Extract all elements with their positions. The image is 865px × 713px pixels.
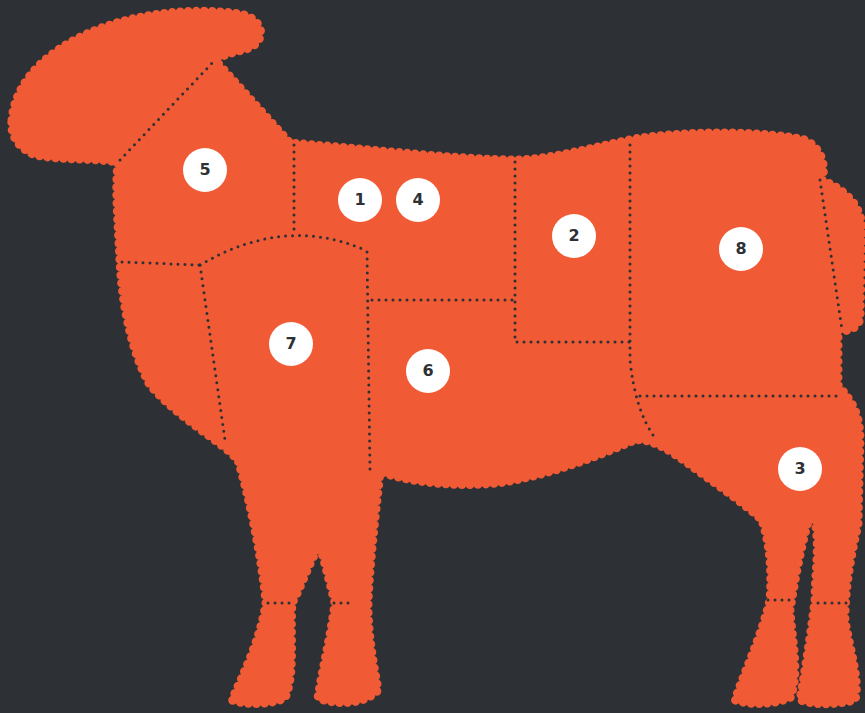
sheep-body [12,11,862,703]
cut-line [293,145,296,230]
cut-line [200,265,225,440]
cut-line [268,602,292,605]
callout-number: 6 [406,349,450,393]
cut-line [200,236,365,265]
cut-line [327,602,352,605]
cut-line [372,299,515,302]
cut-line [120,60,215,160]
callout-number: 8 [719,227,763,271]
callout-number: 1 [338,178,382,222]
cut-line [122,262,200,265]
cut-line [768,599,795,602]
cut-line [515,162,630,342]
cut-line [640,395,842,398]
cut-line [367,252,370,470]
callout-number: 4 [396,178,440,222]
cut-line [630,145,655,438]
cut-line [818,602,852,605]
cut-line [820,180,842,330]
cut-lines [120,60,852,603]
callout-number: 2 [552,214,596,258]
callout-number: 3 [778,447,822,491]
callout-number: 7 [269,322,313,366]
callout-number: 5 [183,148,227,192]
